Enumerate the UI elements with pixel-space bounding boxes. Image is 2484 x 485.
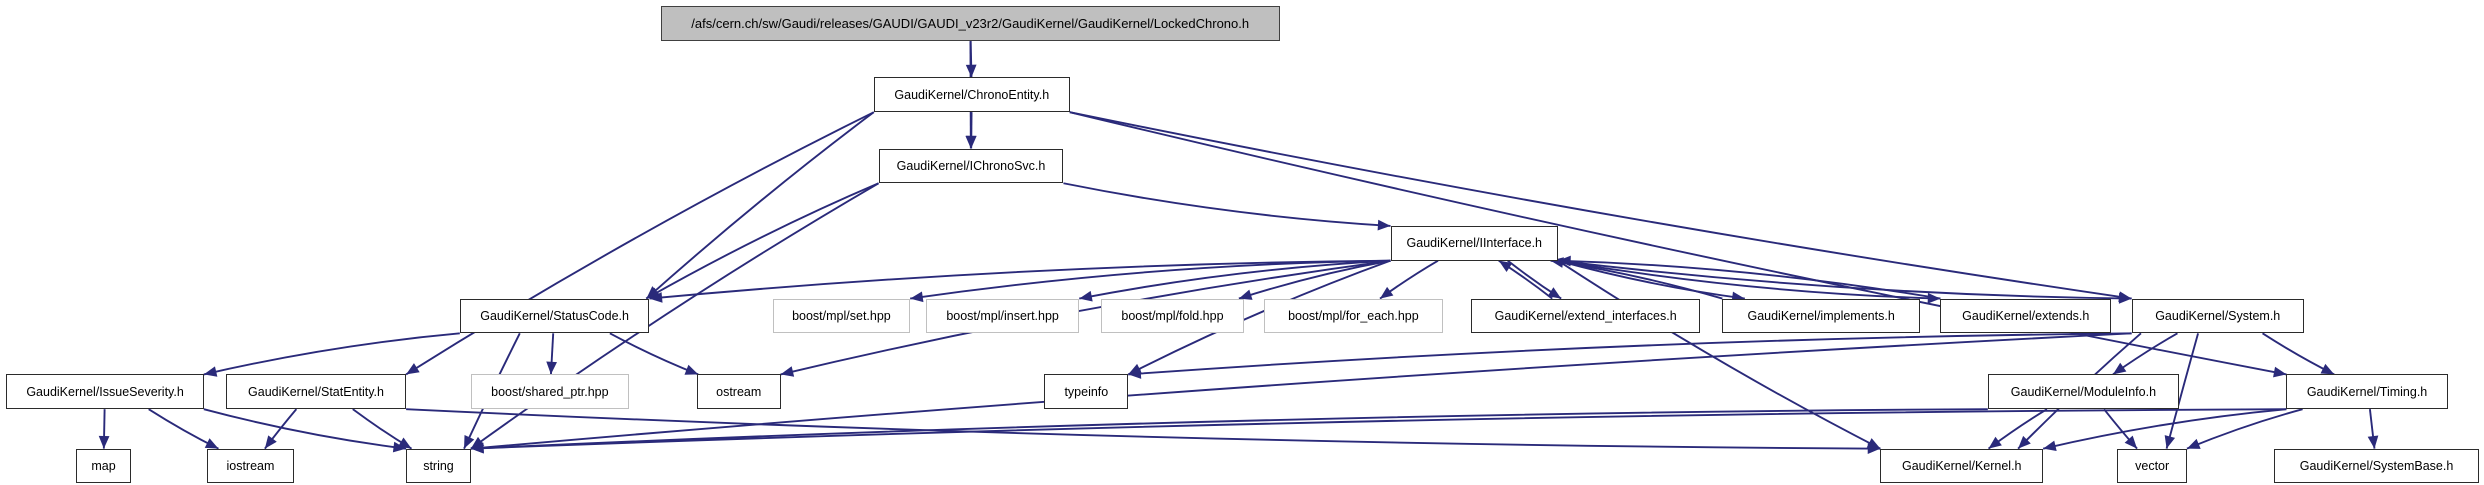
graph-arrowhead: [546, 361, 557, 375]
graph-node-extend_interfaces[interactable]: GaudiKernel/extend_interfaces.h: [1471, 298, 1701, 334]
graph-arrowhead: [1238, 289, 1253, 300]
graph-node-system[interactable]: GaudiKernel/System.h: [2131, 298, 2304, 334]
graph-edge-iinterface-to-kernel: [1557, 259, 1881, 450]
graph-edge-timing-to-kernel: [2042, 408, 2287, 450]
graph-edge-statentity-to-kernel: [406, 408, 1881, 450]
graph-node-statentity[interactable]: GaudiKernel/StatEntity.h: [225, 374, 407, 410]
graph-arrowhead: [1988, 436, 2002, 449]
graph-edge-iinterface-to-mpl_insert: [1079, 259, 1391, 300]
graph-arrowhead: [2164, 435, 2176, 449]
graph-edge-statuscode-to-ostream: [609, 332, 699, 376]
graph-edge-iinterface-to-extends: [1557, 259, 1941, 300]
graph-arrowhead: [910, 291, 924, 303]
graph-arrowhead: [1079, 290, 1093, 302]
graph-arrowhead: [397, 437, 412, 449]
graph-node-mpl_fold[interactable]: boost/mpl/fold.hpp: [1101, 298, 1244, 334]
graph-edge-iinterface-to-mpl_set: [910, 259, 1391, 300]
graph-arrowhead: [1867, 443, 1881, 454]
graph-node-vector[interactable]: vector: [2117, 448, 2187, 484]
graph-node-lockedchrono[interactable]: /afs/cern.ch/sw/Gaudi/releases/GAUDI/GAU…: [660, 6, 1280, 42]
graph-node-shared_ptr[interactable]: boost/shared_ptr.hpp: [470, 374, 629, 410]
graph-arrowhead: [2273, 366, 2287, 378]
graph-edge-extends-to-iinterface: [1558, 259, 1941, 300]
graph-node-mpl_insert[interactable]: boost/mpl/insert.hpp: [925, 298, 1080, 334]
graph-arrowhead: [2118, 293, 2132, 304]
graph-node-implements[interactable]: GaudiKernel/implements.h: [1722, 298, 1920, 334]
graph-node-kernel[interactable]: GaudiKernel/Kernel.h: [1880, 448, 2044, 484]
graph-edge-iinterface-to-ostream: [780, 259, 1391, 376]
graph-node-ostream[interactable]: ostream: [696, 374, 781, 410]
graph-edge-system-to-vector: [2165, 333, 2199, 449]
graph-node-typeinfo[interactable]: typeinfo: [1044, 374, 1129, 410]
graph-node-map[interactable]: map: [75, 448, 132, 484]
graph-arrowhead: [2112, 362, 2127, 375]
graph-node-extends[interactable]: GaudiKernel/extends.h: [1940, 298, 2112, 334]
graph-arrowhead: [264, 435, 277, 449]
graph-edge-chronoentity-to-system: [1069, 111, 2132, 300]
graph-arrowhead: [2367, 435, 2379, 449]
graph-arrowhead: [406, 363, 420, 375]
graph-arrowhead: [2186, 438, 2201, 449]
graph-edge-system-to-typeinfo: [1128, 332, 2132, 376]
graph-node-statuscode[interactable]: GaudiKernel/StatusCode.h: [459, 298, 650, 334]
graph-arrowhead: [2018, 435, 2031, 449]
graph-arrowhead: [1377, 219, 1391, 231]
graph-arrowhead: [965, 135, 977, 149]
graph-edge-implements-to-iinterface: [1550, 259, 1723, 300]
graph-node-issueseverity[interactable]: GaudiKernel/IssueSeverity.h: [6, 374, 204, 410]
graph-arrowhead: [464, 434, 475, 449]
graph-edge-timing-to-vector: [2186, 408, 2303, 450]
graph-edge-chronoentity-to-statuscode: [645, 111, 875, 300]
graph-node-string[interactable]: string: [406, 448, 471, 484]
graph-node-timing[interactable]: GaudiKernel/Timing.h: [2286, 374, 2448, 410]
graph-arrowhead: [470, 442, 484, 454]
graph-node-chronoentity[interactable]: GaudiKernel/ChronoEntity.h: [873, 77, 1070, 113]
graph-edge-chronoentity-to-statentity: [405, 111, 875, 376]
graph-edge-iinterface-to-statuscode: [649, 259, 1391, 300]
graph-arrowhead: [2124, 435, 2138, 449]
graph-edge-ichronosvc-to-statuscode: [645, 182, 879, 300]
graph-arrowhead: [98, 435, 110, 449]
graph-node-mpl_for_each[interactable]: boost/mpl/for_each.hpp: [1264, 298, 1443, 334]
graph-node-ichronosvc[interactable]: GaudiKernel/IChronoSvc.h: [878, 148, 1064, 184]
graph-edge-chronoentity-to-timing: [1069, 111, 2287, 376]
graph-arrowhead: [2320, 363, 2335, 375]
graph-arrowhead: [684, 364, 699, 375]
graph-node-iostream[interactable]: iostream: [207, 448, 294, 484]
graph-arrowhead: [2043, 440, 2057, 452]
graph-arrowhead: [649, 292, 663, 303]
graph-edge-issueseverity-to-string: [203, 408, 407, 450]
graph-arrowhead: [203, 366, 218, 377]
graph-arrowhead: [392, 441, 407, 453]
graph-node-iinterface[interactable]: GaudiKernel/IInterface.h: [1390, 225, 1559, 261]
graph-arrowhead: [1498, 260, 1513, 273]
graph-node-mpl_set[interactable]: boost/mpl/set.hpp: [772, 298, 911, 334]
graph-edge-iinterface-to-typeinfo: [1127, 259, 1391, 376]
graph-edge-statuscode-to-issueseverity: [203, 332, 460, 376]
graph-arrowhead: [780, 366, 795, 377]
graph-edge-moduleinfo-to-string: [470, 408, 1988, 450]
graph-node-moduleinfo[interactable]: GaudiKernel/ModuleInfo.h: [1987, 374, 2180, 410]
graph-edge-ichronosvc-to-iinterface: [1063, 182, 1391, 227]
graph-node-systembase[interactable]: GaudiKernel/SystemBase.h: [2273, 448, 2480, 484]
graph-arrowhead: [1128, 368, 1142, 379]
graph-edge-iinterface-to-implements: [1557, 259, 1745, 300]
graph-arrowhead: [1558, 255, 1571, 267]
graph-arrowhead: [204, 438, 219, 449]
graph-edge-timing-to-string: [470, 408, 2287, 450]
graph-edge-system-to-string: [470, 332, 2132, 450]
graph-edge-iinterface-to-system: [1557, 259, 2132, 300]
graph-arrowhead: [1379, 286, 1394, 299]
graph-arrowhead: [1547, 287, 1562, 299]
